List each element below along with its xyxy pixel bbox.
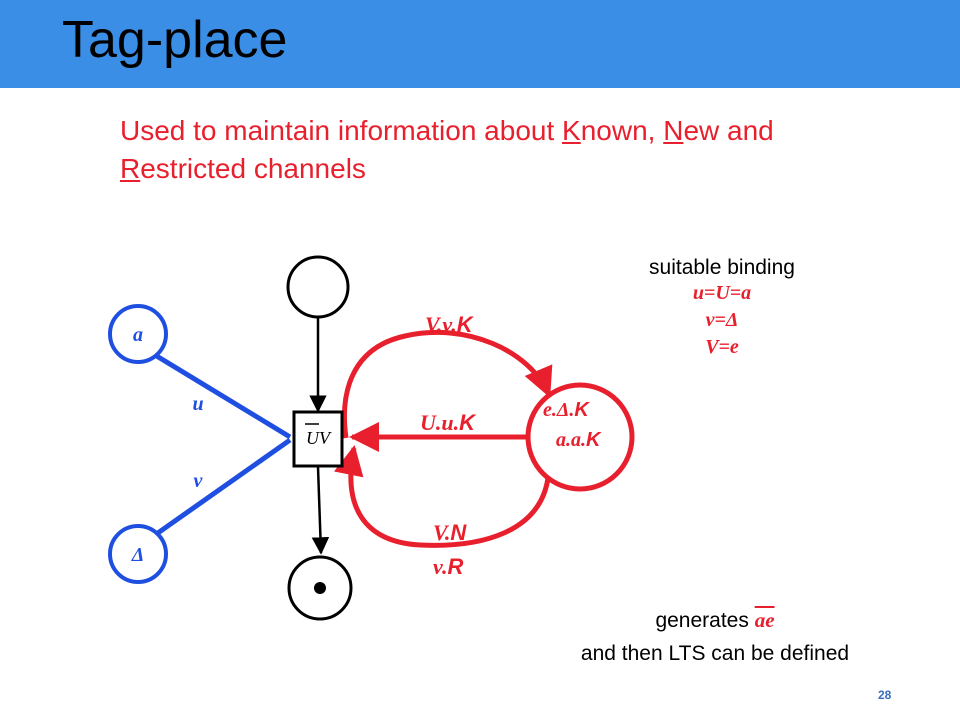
- slide-title: Tag-place: [62, 11, 288, 69]
- transition: [292, 410, 344, 468]
- input-place: [286, 255, 350, 319]
- subtitle-part1: Used to maintain information about: [120, 115, 563, 146]
- binding-eq-2: v=Δ: [705, 309, 739, 331]
- label-arc-bottom-1: V.N: [433, 520, 467, 545]
- binding-block: suitable binding u=U=a v=Δ V=e: [622, 256, 822, 361]
- token: [314, 582, 326, 594]
- binding-heading: suitable binding: [649, 256, 795, 279]
- binding-eq-1: u=U=a: [692, 282, 752, 304]
- label-arc-middle: U.u.K: [420, 410, 477, 435]
- arc-a-to-transition: [153, 352, 292, 440]
- label-a: a: [133, 324, 143, 346]
- page-number: 28: [878, 688, 892, 702]
- arc-delta-to-transition: [153, 437, 292, 538]
- label-arc-bottom-2: v.R: [433, 554, 463, 579]
- transition-label: UV: [306, 428, 332, 448]
- tag-content-2: a.a.K: [556, 429, 602, 451]
- footer-line-2: and then LTS can be defined: [580, 642, 850, 665]
- tag-content-1: e.Δ.K: [543, 399, 590, 421]
- arc-tag-to-transition-bottom: [334, 445, 551, 548]
- place-a: [108, 304, 168, 364]
- footer-text: generates ae and then LTS can be defined: [520, 604, 910, 670]
- label-arc-u: u: [192, 393, 203, 415]
- arc-transition-to-tag-top: [341, 329, 553, 439]
- slide-subtitle: Used to maintain information about Known…: [120, 112, 920, 188]
- label-arc-v: v: [194, 470, 204, 492]
- subtitle-part2: nown,: [580, 115, 664, 146]
- subtitle-new-initial: N: [663, 115, 684, 146]
- subtitle-part4: estricted channels: [140, 153, 366, 184]
- subtitle-part3: ew and: [683, 115, 774, 146]
- footer-line-1: generates ae: [520, 604, 910, 637]
- subtitle-restricted-initial: R: [120, 153, 141, 184]
- binding-eq-3: V=e: [705, 336, 739, 358]
- arc-transition-to-output: [311, 466, 330, 555]
- footer-generates: generates: [655, 609, 755, 632]
- title-bar: [0, 0, 960, 88]
- label-arc-top: V.v.K: [425, 312, 475, 337]
- place-delta: [108, 524, 168, 584]
- label-delta: Δ: [131, 544, 145, 566]
- footer-ae: ae: [754, 608, 775, 632]
- subtitle-known-initial: K: [562, 115, 581, 146]
